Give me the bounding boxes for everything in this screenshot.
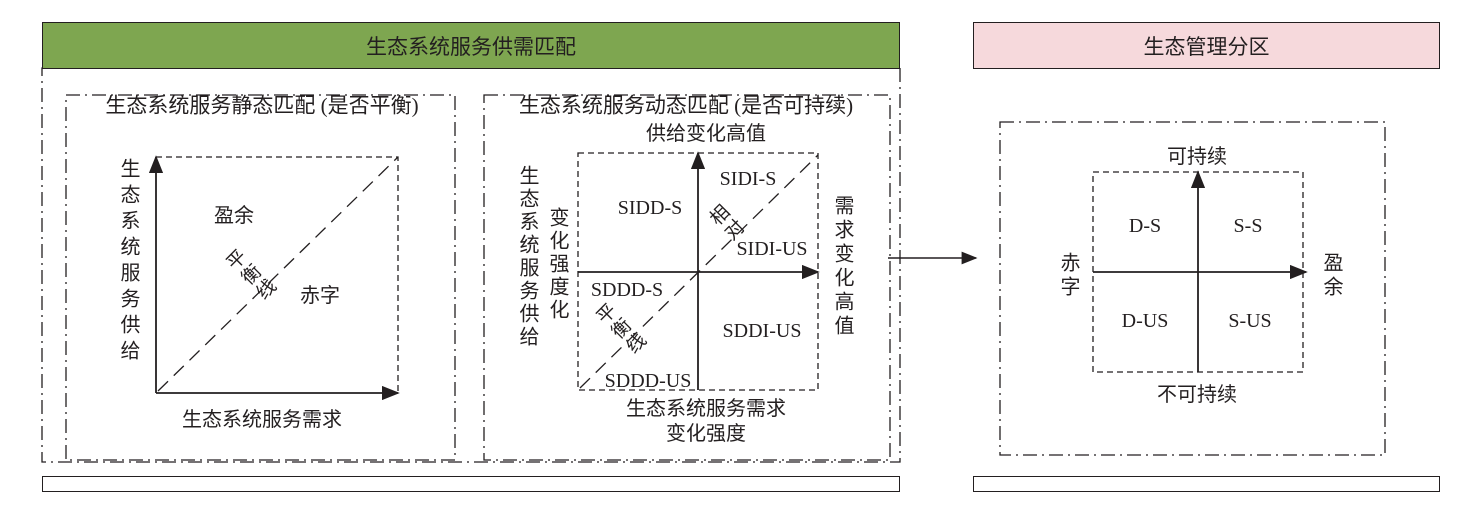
dynamic-panel-title: 生态系统服务动态匹配 (是否可持续): [518, 93, 854, 118]
left-footer-bar: [42, 476, 900, 492]
zone-d-s: D-S: [1128, 215, 1162, 237]
surplus-label: 盈余: [214, 205, 254, 227]
quadrant-sidd-s: SIDD-S: [617, 197, 683, 219]
supply-change-high-label: 供给变化高值: [646, 123, 766, 145]
dynamic-x-axis-label-line2: 变化强度: [666, 423, 746, 445]
supply-demand-header: 生态系统服务供需匹配: [42, 22, 900, 69]
quadrant-sddi-us: SDDI-US: [722, 320, 802, 342]
unsustainable-label: 不可持续: [1157, 384, 1237, 406]
dynamic-y-axis-inner-label: 变化强度化: [546, 207, 568, 322]
zone-s-us: S-US: [1228, 310, 1272, 332]
dynamic-balance-line: [579, 154, 819, 389]
right-footer-bar: [973, 476, 1440, 492]
zone-s-s: S-S: [1233, 215, 1263, 237]
static-x-axis-label: 生态系统服务需求: [182, 409, 342, 431]
deficit-label: 赤字: [300, 285, 340, 307]
quadrant-sddd-s: SDDD-S: [590, 279, 664, 301]
zoning-surplus-label: 盈余: [1320, 252, 1342, 300]
eco-zoning-header: 生态管理分区: [973, 22, 1440, 69]
static-y-axis-label: 生态系统服务供给: [117, 158, 139, 366]
dynamic-panel-frame: [483, 94, 891, 461]
quadrant-sidi-s: SIDI-S: [719, 168, 777, 190]
static-panel-title: 生态系统服务静态匹配 (是否平衡): [105, 93, 419, 118]
quadrant-sddd-us: SDDD-US: [604, 370, 692, 392]
zoning-frame: [999, 121, 1386, 456]
dynamic-y-axis-outer-label: 生态系统服务供给: [516, 165, 538, 349]
static-panel-frame: [65, 94, 456, 461]
demand-change-high-label: 需求变化高值: [831, 195, 853, 339]
dynamic-x-axis-label-line1: 生态系统服务需求: [626, 398, 786, 420]
zoning-deficit-label: 赤字: [1057, 252, 1079, 300]
static-balance-line: [157, 156, 399, 392]
zone-d-us: D-US: [1121, 310, 1169, 332]
quadrant-sidi-us: SIDI-US: [736, 238, 808, 260]
sustainable-label: 可持续: [1167, 146, 1227, 168]
